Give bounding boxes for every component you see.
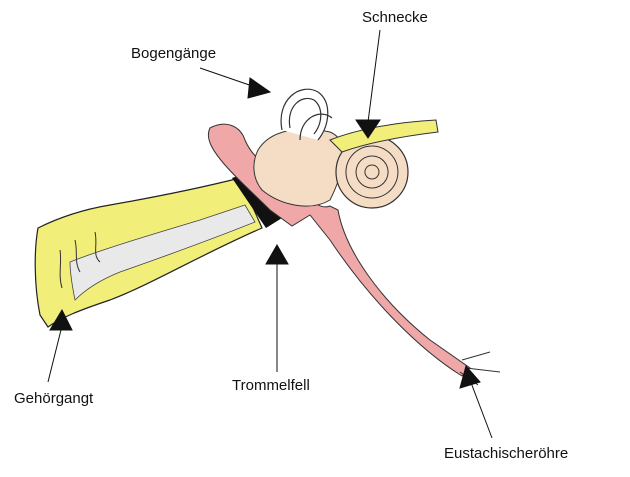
label-ear-canal: Gehörgangt [14, 391, 93, 406]
label-semicircular-canals: Bogengänge [131, 46, 216, 61]
label-eardrum: Trommelfell [232, 378, 310, 393]
label-eustachian-tube: Eustachischeröhre [444, 446, 568, 461]
vestibule [254, 129, 343, 206]
label-cochlea: Schnecke [362, 10, 428, 25]
ear-canal [35, 178, 262, 327]
